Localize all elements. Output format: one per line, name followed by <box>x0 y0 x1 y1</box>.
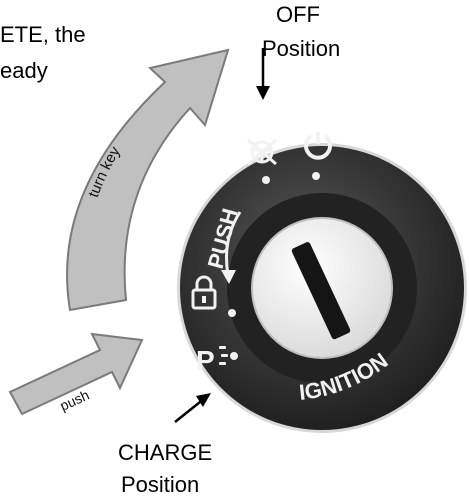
crossed-out-steering-icon <box>247 138 277 166</box>
on-position-dot <box>312 172 320 180</box>
power-icon <box>304 132 332 160</box>
dial-rotation-arrow <box>225 211 242 276</box>
off-position-label-line-1: OFF <box>276 2 320 27</box>
intro-text-line-2: eady <box>0 58 48 83</box>
off-position-label-line-2: Position <box>262 36 341 61</box>
charge-pointer-arrow <box>174 393 211 423</box>
charge-position-label-line-1: CHARGE <box>118 440 213 465</box>
lock-icon <box>191 275 217 310</box>
charge-position-label-line-2: Position <box>121 472 200 497</box>
intro-text-line-1: ETE, the <box>0 22 86 47</box>
push-arrow: push <box>8 332 144 416</box>
parking-light-icon <box>219 346 238 365</box>
off-pointer-arrow <box>256 48 270 100</box>
parking-p-label: P <box>196 345 215 376</box>
key-slot-icon <box>291 242 351 340</box>
off-position-dot <box>262 176 270 184</box>
lock-position-dot <box>228 309 236 317</box>
ignition-dial: PUSH P IGNITION <box>177 132 467 433</box>
